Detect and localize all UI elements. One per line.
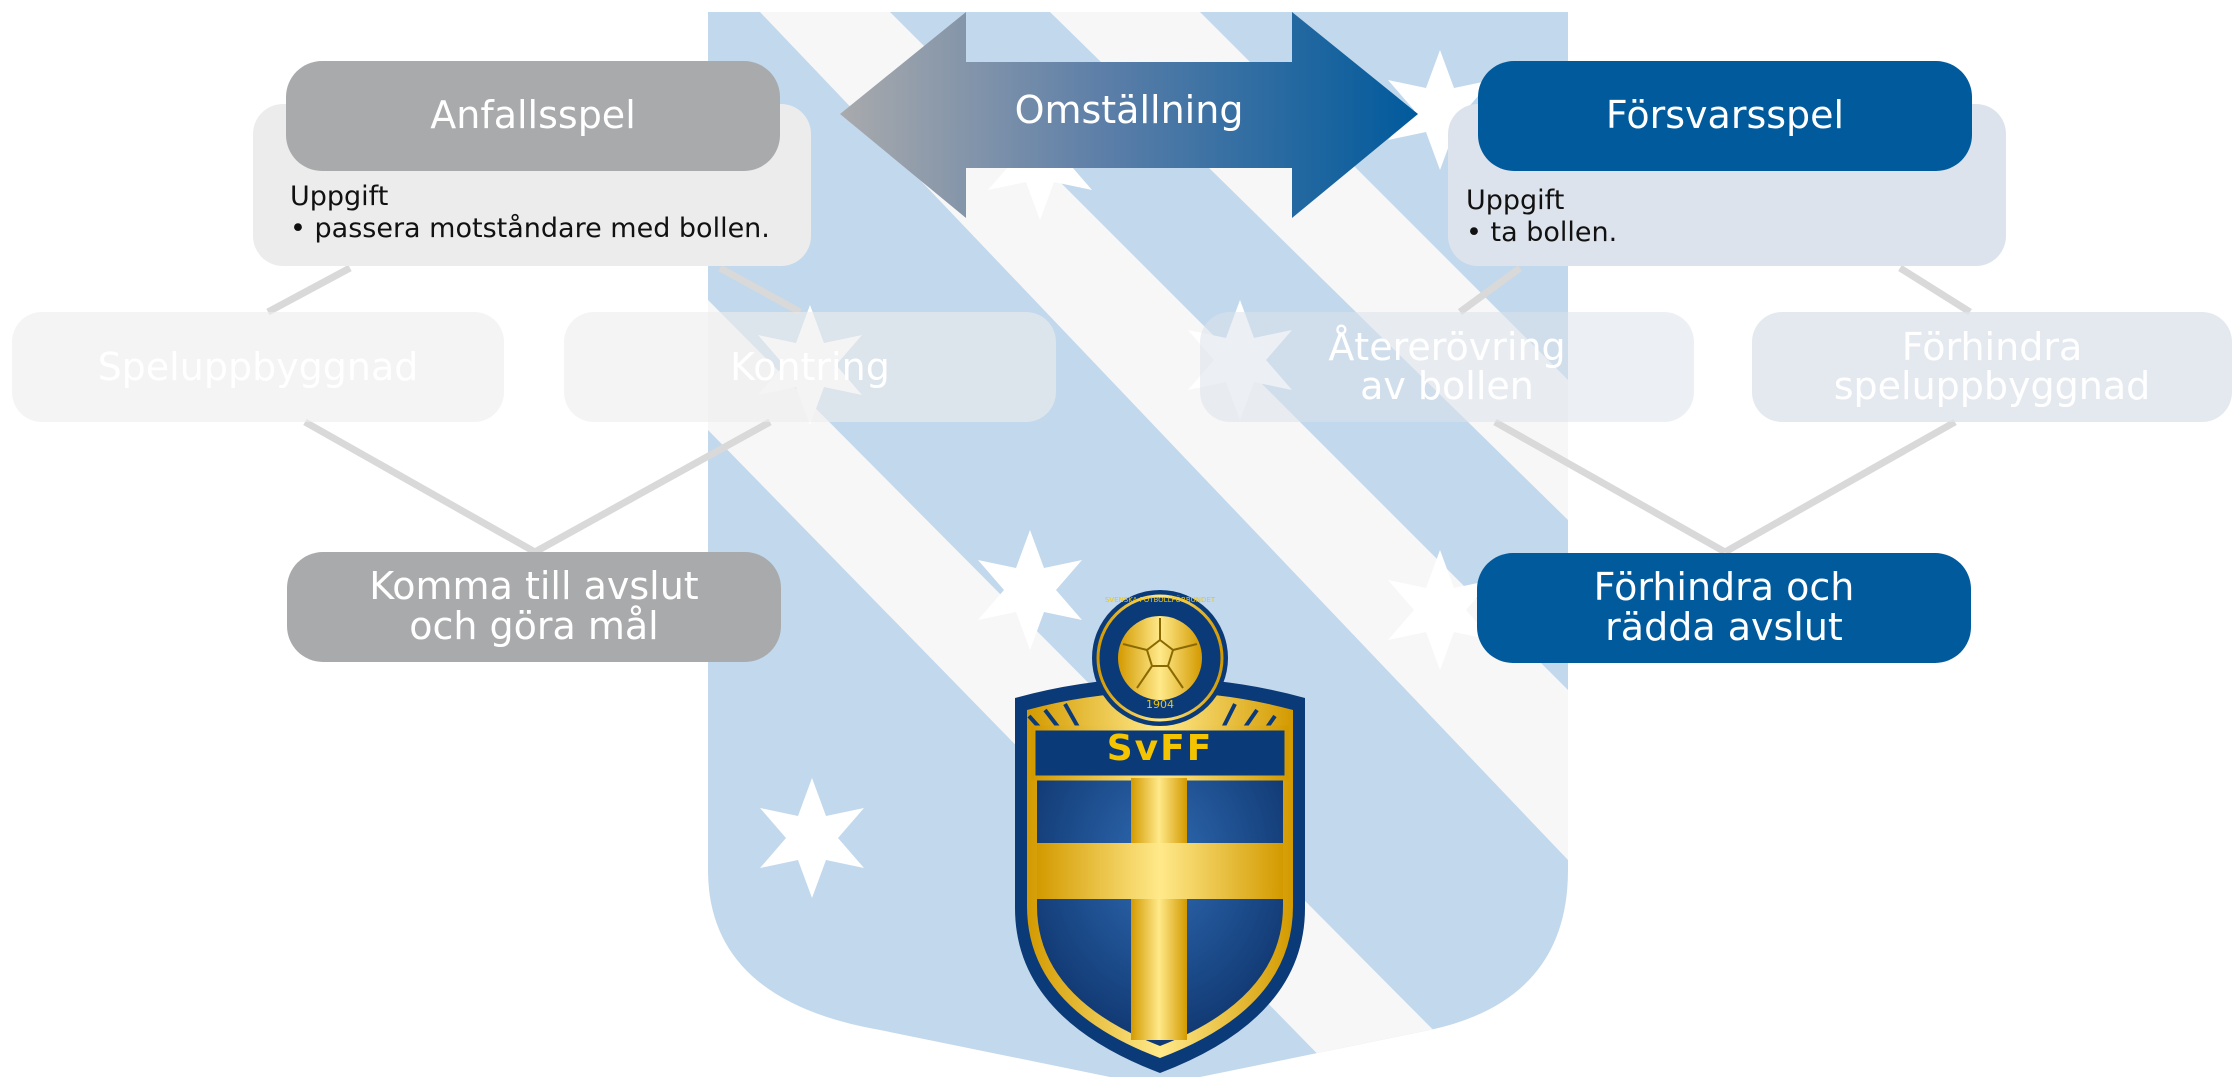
svff-logo xyxy=(1015,590,1305,1073)
attack-task-heading: Uppgift xyxy=(290,181,389,212)
attack-connectors xyxy=(266,264,802,556)
attack-task: Uppgift • passera motståndare med bollen… xyxy=(290,181,770,246)
defense-save: Förhindra och rädda avslut xyxy=(1477,553,1971,663)
attack-sub-kontring: Kontring xyxy=(564,312,1056,422)
defense-sub-atererovring: Återerövring av bollen xyxy=(1200,312,1694,422)
svff-logo-ring-text: SVENSKA FOTBOLLFÖRBUNDET xyxy=(1104,596,1216,604)
defense-title: Försvarsspel xyxy=(1478,61,1972,171)
transition-arrow xyxy=(840,12,1418,218)
defense-task-item: • ta bollen. xyxy=(1466,217,1618,249)
defense-task: Uppgift • ta bollen. xyxy=(1466,185,1617,250)
defense-sub-forhindra: Förhindra speluppbyggnad xyxy=(1752,312,2232,422)
attack-sub-speluppbyggnad: Speluppbyggnad xyxy=(12,312,504,422)
attack-task-item: • passera motståndare med bollen. xyxy=(290,213,770,245)
defense-connectors xyxy=(1457,265,1972,556)
attack-goal: Komma till avslut och göra mål xyxy=(287,552,781,662)
svff-logo-year: 1904 xyxy=(1146,698,1174,711)
svff-logo-name: SvFF xyxy=(1106,728,1214,769)
defense-task-heading: Uppgift xyxy=(1466,185,1565,216)
transition-label: Omställning xyxy=(1014,88,1244,132)
attack-title: Anfallsspel xyxy=(286,61,780,171)
